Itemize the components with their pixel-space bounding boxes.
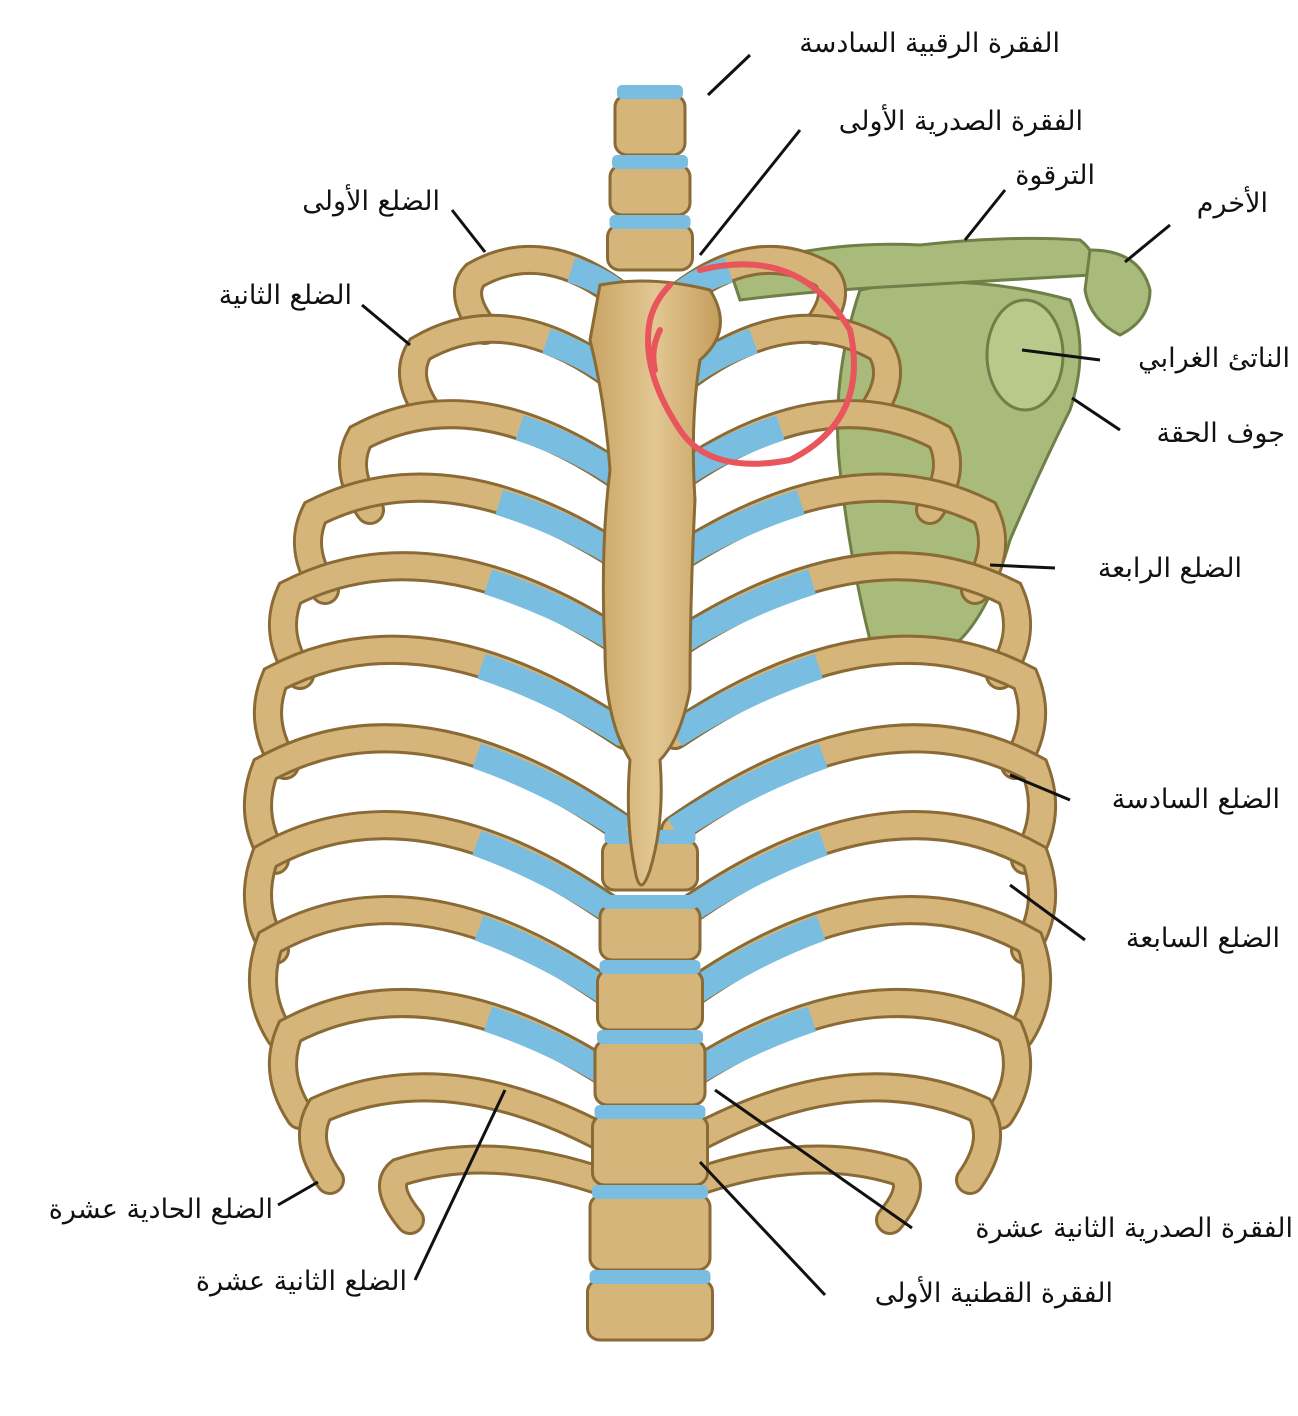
intervertebral-disc-8 <box>594 1105 706 1119</box>
label-l1: الفقرة القطنية الأولى <box>874 1278 1113 1309</box>
leader-lines <box>277 53 1171 1297</box>
costal-cartilage-7-right <box>472 743 633 841</box>
intervertebral-disc-10 <box>589 1270 711 1284</box>
label-rib6: الضلع السادسة <box>1111 784 1280 815</box>
costal-cartilage-6-right <box>477 653 632 746</box>
label-glenoid: جوف الحقة <box>1156 418 1285 449</box>
leader-rib4 <box>989 563 1056 570</box>
rib-12-right-fill <box>381 1147 637 1232</box>
label-t1: الفقرة الصدرية الأولى <box>838 106 1083 137</box>
label-rib1: الضلع الأولى <box>302 186 440 217</box>
sternum <box>588 279 722 887</box>
leader-c6 <box>706 53 752 97</box>
label-rib7: الضلع السابعة <box>1125 923 1280 954</box>
vertebra-5 <box>598 903 702 962</box>
intervertebral-disc-1 <box>617 85 683 99</box>
costal-cartilage-6-left <box>668 653 823 746</box>
leader-rib2 <box>361 303 411 347</box>
leader-coracoid <box>1021 348 1101 362</box>
leader-glenoid <box>1071 396 1121 432</box>
leader-l1 <box>698 1160 827 1297</box>
leader-t12 <box>714 1088 913 1230</box>
highlight-circle <box>645 261 857 467</box>
vertebra-1 <box>613 93 687 157</box>
leader-rib1 <box>450 209 487 253</box>
label-rib12: الضلع الثانية عشرة <box>195 1266 407 1297</box>
intervertebral-disc-3 <box>609 215 691 229</box>
leader-acromion <box>1124 223 1171 264</box>
costal-cartilage-7-left <box>667 743 828 841</box>
leader-rib7 <box>1009 883 1086 942</box>
intervertebral-disc-7 <box>597 1030 703 1044</box>
label-coracoid: الناتئ الغرابي <box>1138 343 1290 374</box>
intervertebral-disc-9 <box>592 1185 708 1199</box>
vertebra-3 <box>606 223 694 272</box>
leader-rib6 <box>1009 773 1071 802</box>
label-acromion: الأخرم <box>1196 188 1268 219</box>
vertebral-column <box>586 85 714 1342</box>
vertebra-6 <box>596 968 704 1032</box>
vertebra-9 <box>588 1193 712 1272</box>
rib-11-right-fill <box>301 1075 637 1192</box>
leader-rib11 <box>277 1180 319 1207</box>
label-t12: الفقرة الصدرية الثانية عشرة <box>975 1213 1293 1244</box>
vertebra-7 <box>593 1038 707 1107</box>
label-clavicle: الترقوة <box>1015 160 1095 191</box>
leader-clavicle <box>963 189 1007 241</box>
rib-11-left-fill <box>663 1075 999 1192</box>
vertebra-2 <box>608 163 692 217</box>
leader-t1 <box>698 129 802 256</box>
intervertebral-disc-2 <box>612 155 688 169</box>
intervertebral-disc-6 <box>599 960 701 974</box>
label-rib2: الضلع الثانية <box>218 280 352 311</box>
leader-rib12 <box>413 1089 507 1281</box>
label-rib11: الضلع الحادية عشرة <box>48 1194 273 1225</box>
vertebra-8 <box>591 1113 709 1187</box>
vertebra-10 <box>586 1278 714 1342</box>
label-rib4: الضلع الرابعة <box>1097 553 1242 584</box>
intervertebral-disc-5 <box>602 895 698 909</box>
label-c6: الفقرة الرقبية السادسة <box>799 28 1060 59</box>
rib-12-left-fill <box>663 1147 919 1232</box>
